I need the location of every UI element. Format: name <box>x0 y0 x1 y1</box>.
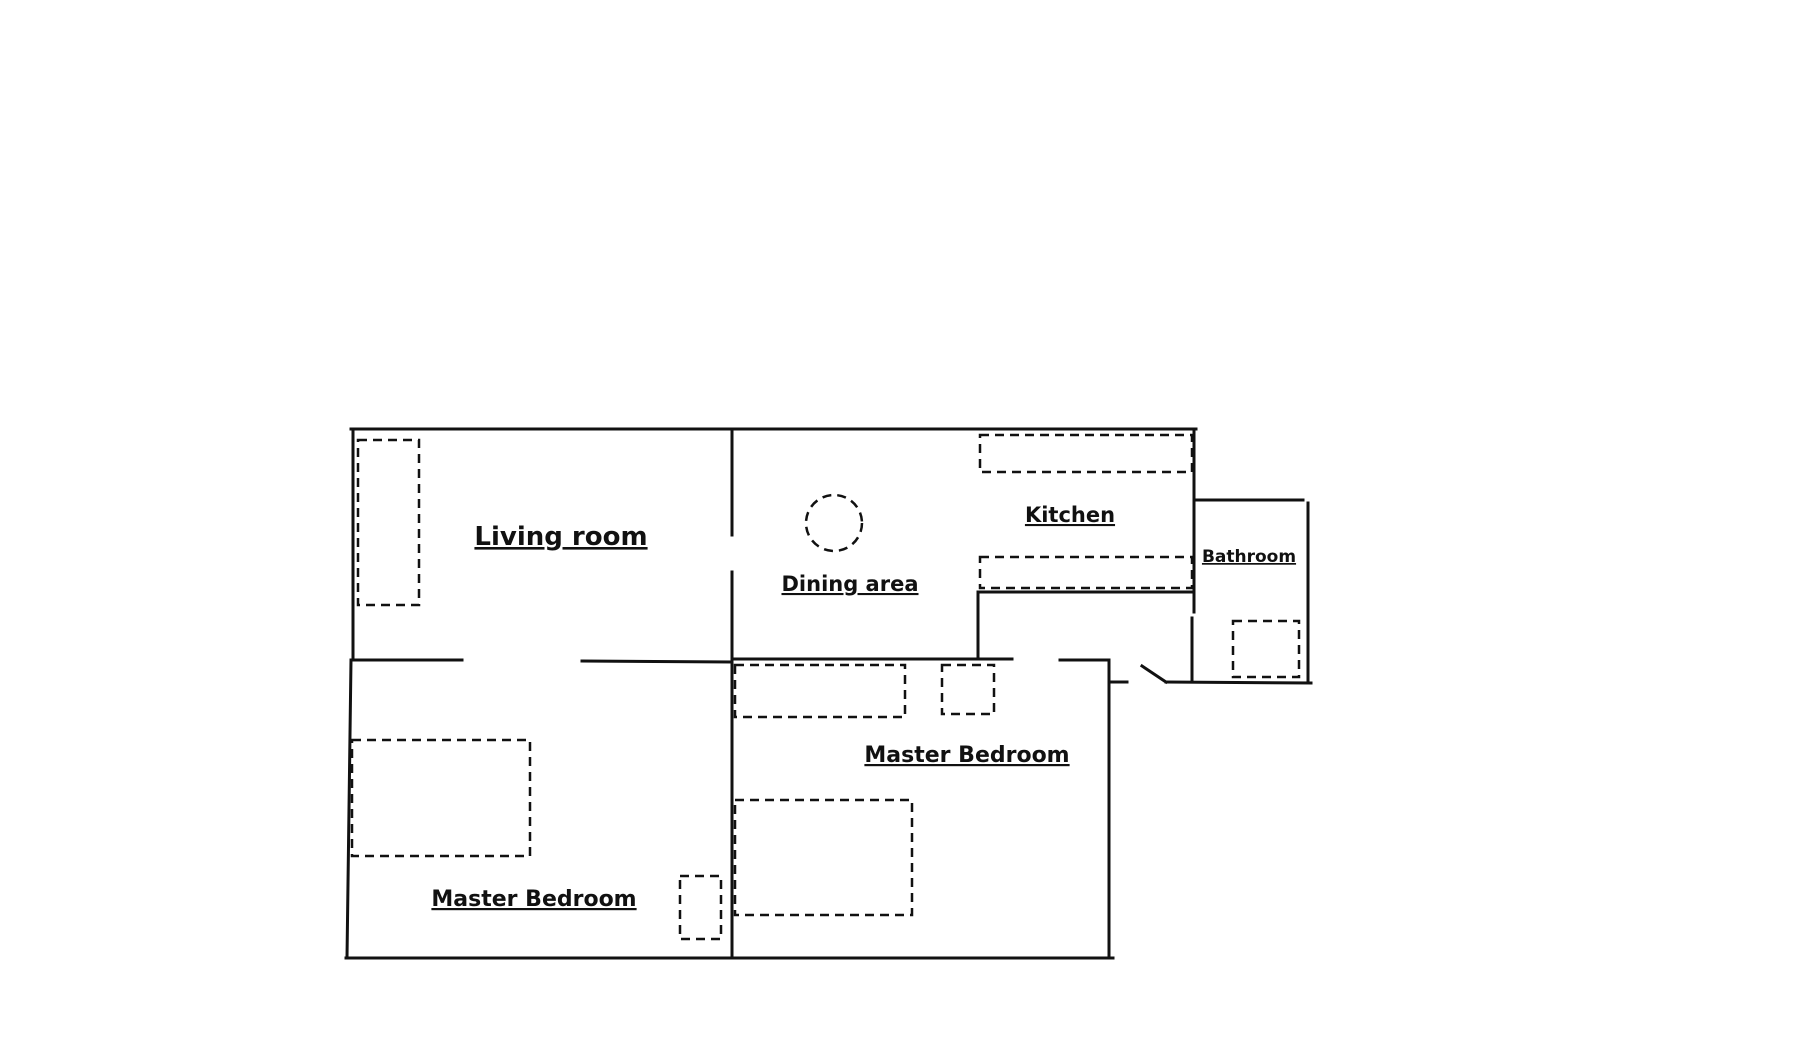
furniture <box>350 433 1301 941</box>
label-living-room: Living room <box>474 522 647 552</box>
room-labels: Living room Dining area Kitchen Bathroom… <box>431 503 1296 912</box>
kitchen-counter-bottom <box>978 555 1194 590</box>
nightstand-left <box>678 874 723 941</box>
kitchen-counter-top <box>978 433 1194 474</box>
door-swing <box>1139 663 1169 685</box>
bathroom-fixture <box>1231 619 1301 679</box>
bed-right <box>733 798 914 917</box>
label-bathroom: Bathroom <box>1202 547 1296 567</box>
wardrobe-right <box>733 663 907 719</box>
sofa-outline <box>356 438 421 607</box>
label-dining-area: Dining area <box>781 572 918 596</box>
nightstand-right <box>940 663 996 716</box>
wall-left-lower <box>345 658 353 960</box>
dining-table-outline <box>804 493 864 553</box>
wall-bathroom-bottom <box>1164 680 1313 685</box>
bed-left <box>350 738 532 858</box>
label-bedroom-left: Master Bedroom <box>431 887 636 912</box>
walls <box>344 427 1313 960</box>
wall-living-bottom-right <box>580 659 734 664</box>
label-bedroom-right: Master Bedroom <box>864 743 1069 768</box>
label-kitchen: Kitchen <box>1025 503 1115 527</box>
